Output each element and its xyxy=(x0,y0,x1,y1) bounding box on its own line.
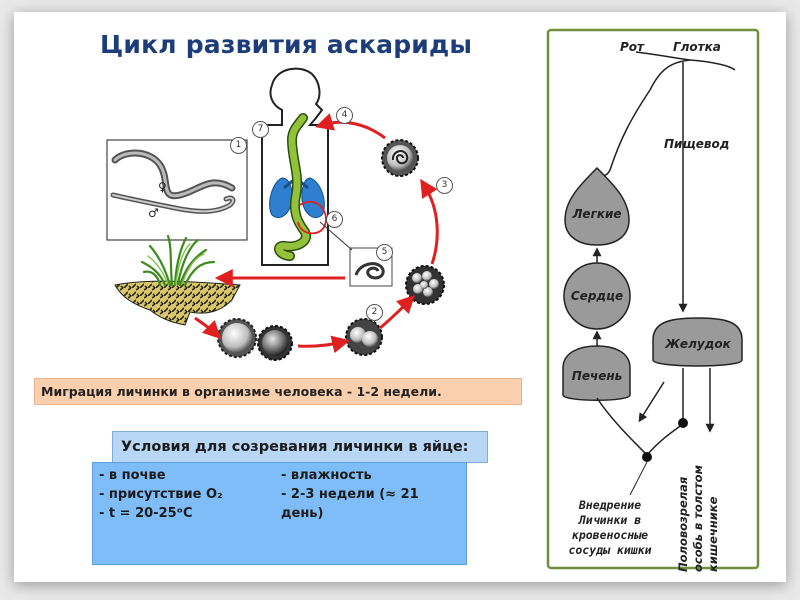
conditions-title: Условия для созревания личинки в яйце: xyxy=(112,431,488,463)
label-mouth: Рот xyxy=(620,40,644,54)
egg-1b xyxy=(257,325,293,361)
cycle-arrows xyxy=(194,113,439,354)
adult-worms-panel xyxy=(106,139,248,241)
route-diagram xyxy=(546,28,760,570)
arrow-soil-to-egg xyxy=(194,316,222,340)
conditions-box xyxy=(92,462,467,565)
arrow-egg3-to-egg4 xyxy=(420,178,439,265)
label-adult-worm: Половозрелая особь в толстом кишечнике xyxy=(676,465,720,572)
label-invasion: Внедрение Личинки в кровеносные сосуды к… xyxy=(568,498,652,557)
stomach-node xyxy=(652,317,743,367)
marker-6: 6 xyxy=(326,211,343,228)
migration-banner: Миграция личинки в организме человека - … xyxy=(34,378,522,405)
arrow-egg2-to-egg3 xyxy=(379,294,416,330)
egg-3 xyxy=(405,265,445,305)
egg-2 xyxy=(345,318,383,356)
page-title: Цикл развития аскариды xyxy=(100,30,473,59)
marker-3: 3 xyxy=(436,177,453,194)
label-lungs: Легкие xyxy=(572,207,622,221)
arrow-egg4-to-mouth xyxy=(315,113,386,140)
egg-1a xyxy=(217,318,257,358)
male-symbol: ♂ xyxy=(148,206,159,220)
condition-humidity: - влажность xyxy=(281,468,372,483)
condition-oxygen: - присутствие О₂ xyxy=(99,487,223,502)
conditions-col-1: - в почве - присутствие О₂ - t = 20-25ᵒС xyxy=(99,466,223,523)
female-symbol: ♀ xyxy=(158,180,167,194)
condition-soil: - в почве xyxy=(99,468,166,483)
eggs xyxy=(217,139,445,361)
condition-duration: - 2-3 недели (≈ 21 xyxy=(281,487,419,502)
condition-duration-cont: день) xyxy=(281,506,324,521)
marker-1: 1 xyxy=(230,137,247,154)
label-esophagus: Пищевод xyxy=(664,137,730,151)
arrow-egg1-to-egg2 xyxy=(297,335,351,354)
marker-7: 7 xyxy=(252,121,269,138)
egg-4 xyxy=(381,139,419,177)
label-pharynx: Глотка xyxy=(673,40,721,54)
marker-4: 4 xyxy=(336,107,353,124)
label-heart: Сердце xyxy=(570,289,624,303)
label-liver: Печень xyxy=(571,369,623,383)
liver-node xyxy=(562,345,631,401)
condition-temperature: - t = 20-25ᵒС xyxy=(99,506,193,521)
human-figure xyxy=(261,67,329,266)
marker-5: 5 xyxy=(376,244,393,261)
soil-with-grass xyxy=(114,234,241,326)
label-stomach: Желудок xyxy=(665,337,731,351)
marker-2: 2 xyxy=(366,304,383,321)
lungs-node xyxy=(564,166,630,246)
conditions-col-2: - влажность - 2-3 недели (≈ 21 день) xyxy=(281,466,419,523)
